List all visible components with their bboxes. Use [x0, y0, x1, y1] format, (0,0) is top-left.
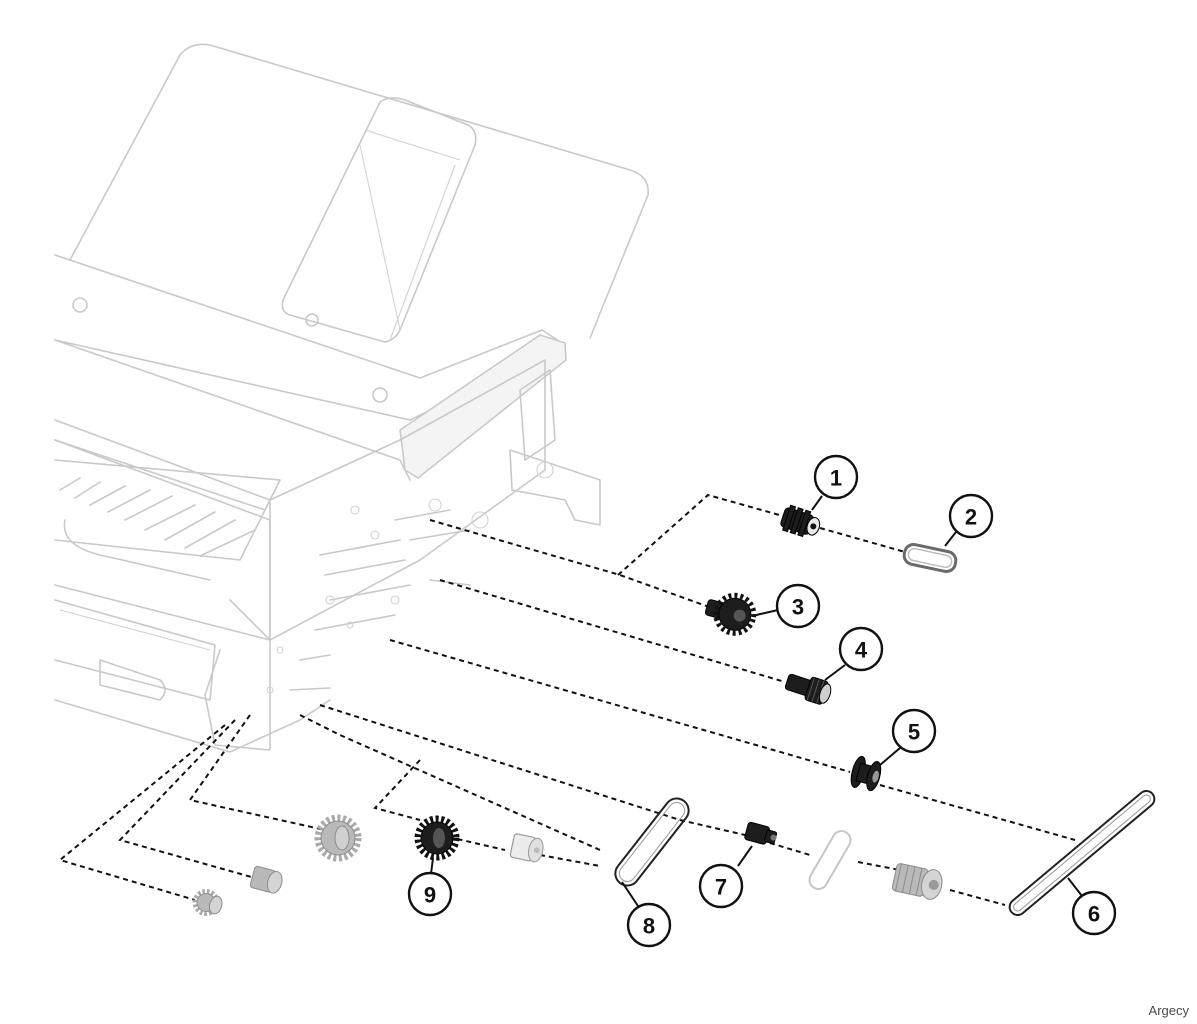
- callouts: 1 2 3 4 5 6 7: [407, 454, 1117, 948]
- parts: [192, 504, 1156, 916]
- callout-6: 6: [1067, 877, 1117, 936]
- part-9-gear: [414, 815, 460, 861]
- context-gear-large: [891, 863, 943, 900]
- part-1-gear: [780, 504, 821, 538]
- context-belt-loop: [808, 830, 852, 890]
- callout-4: 4: [824, 626, 884, 681]
- part-6-belt: [1008, 790, 1156, 916]
- callout-4-label: 4: [855, 638, 868, 663]
- leader-lines: [57, 493, 1076, 906]
- callout-7: 7: [698, 845, 753, 909]
- callout-1-label: 1: [830, 466, 842, 491]
- part-4-gear: [784, 673, 832, 705]
- callout-5-label: 5: [908, 720, 920, 745]
- callout-6-label: 6: [1088, 902, 1100, 927]
- callout-5: 5: [879, 708, 937, 766]
- callout-9: 9: [407, 857, 453, 917]
- callout-2: 2: [944, 493, 994, 547]
- callout-9-label: 9: [424, 883, 436, 908]
- shaft-studs: [266, 461, 554, 694]
- paper-guide-ribs: [59, 477, 256, 581]
- part-8-belt: [614, 797, 690, 887]
- callout-1: 1: [811, 454, 859, 511]
- callout-3: 3: [751, 583, 821, 629]
- context-gear-small-b: [192, 888, 223, 916]
- callout-3-label: 3: [792, 595, 804, 620]
- context-gear-small-a: [249, 865, 283, 894]
- callout-2-label: 2: [965, 505, 977, 530]
- callout-7-label: 7: [715, 875, 727, 900]
- watermark-text: Argecy: [1148, 1003, 1189, 1018]
- part-2-ring: [902, 542, 958, 574]
- part-5-pulley: [850, 755, 882, 792]
- context-gear-medium: [314, 814, 362, 862]
- callout-8-label: 8: [643, 914, 655, 939]
- part-3-gear: [704, 592, 757, 636]
- context-spool: [509, 833, 544, 863]
- callout-8: 8: [621, 881, 672, 948]
- part-7-gear: [744, 821, 778, 845]
- housing-outline: [54, 43, 649, 753]
